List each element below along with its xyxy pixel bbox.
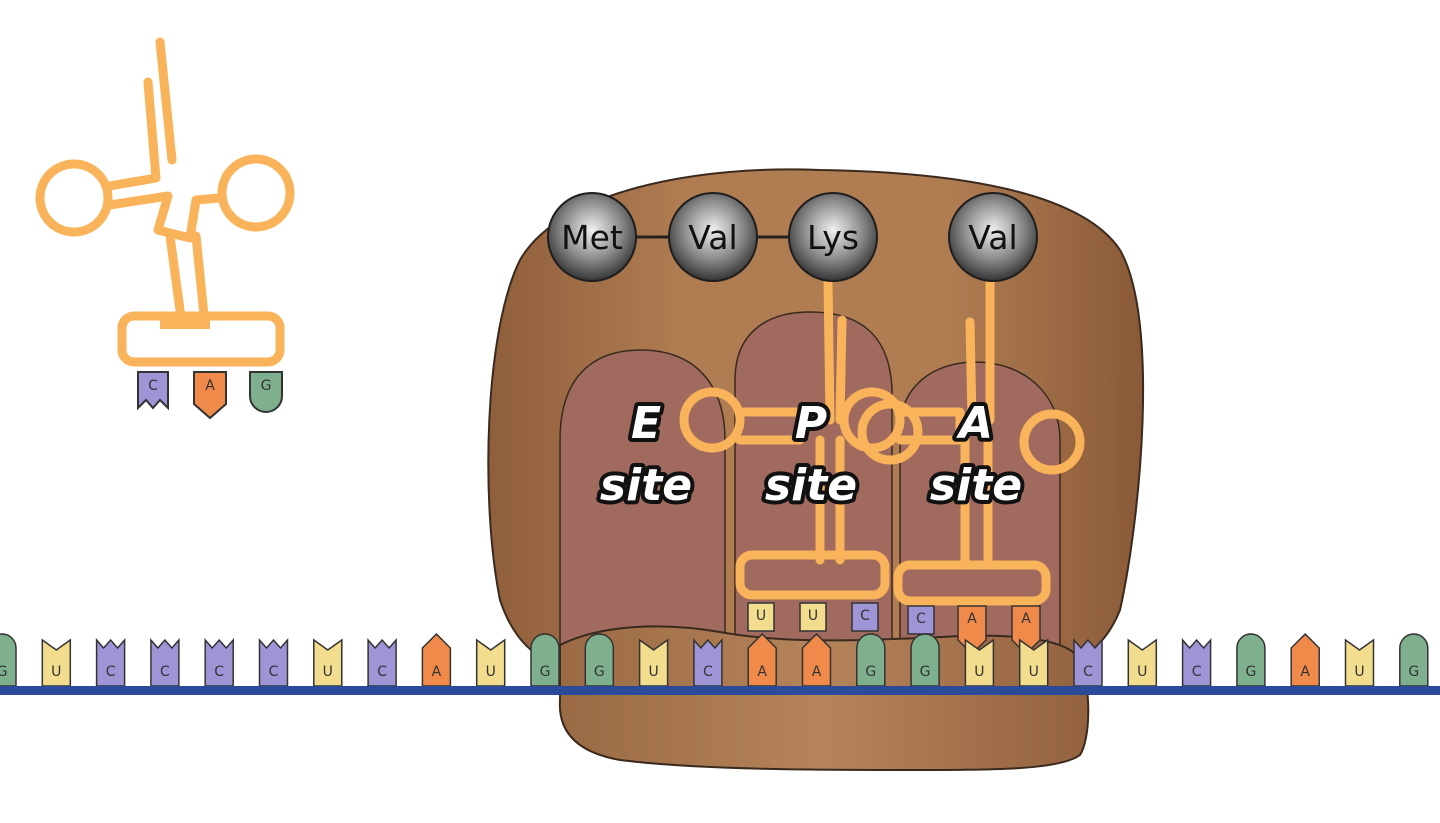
amino-acid-label: Met [561, 218, 623, 257]
mrna-base-shape [150, 638, 180, 687]
free-anticodon-base: G [261, 378, 272, 394]
mrna-base-letter: G [1245, 664, 1256, 680]
mrna-base-letter: C [703, 664, 713, 680]
free-anticodon-base: A [205, 378, 215, 394]
a-anticodon-base: A [967, 611, 977, 627]
amino-acid-label: Val [688, 218, 737, 257]
mrna-base-shape [1399, 633, 1429, 687]
mrna-base-shape [584, 633, 615, 687]
e-site-word: site [600, 460, 692, 511]
mrna-base-letter: U [51, 664, 61, 680]
mrna-base-letter: A [812, 664, 822, 680]
mrna-base-letter: G [1408, 664, 1419, 680]
p-anticodon-base: U [808, 608, 818, 624]
free-anticodon-base: C [148, 378, 158, 394]
p-site-letter: P [795, 398, 827, 449]
mrna-base-letter: G [0, 664, 7, 680]
free-anticodon-c-shape [137, 371, 169, 411]
mrna-base-letter: G [594, 664, 605, 680]
mrna-base-shape [1236, 633, 1266, 687]
p-anticodon-base: C [860, 608, 870, 624]
mrna-base-shape [856, 633, 886, 687]
mrna-base-letter: C [1192, 664, 1202, 680]
e-site-letter: E [631, 398, 661, 449]
mrna-base-letter: U [974, 664, 984, 680]
mrna-base-letter: C [160, 664, 170, 680]
amino-acid-val: Val [668, 192, 758, 282]
mrna-base-letter: U [648, 664, 658, 680]
mrna-base-letter: C [1083, 664, 1093, 680]
mrna-base-shape [258, 638, 289, 687]
mrna-base-shape [367, 638, 397, 687]
mrna-base-letter: A [432, 664, 442, 680]
mrna-base-letter: U [1029, 664, 1039, 680]
ribosome-small-subunit [558, 625, 1090, 771]
a-site-trna [839, 275, 1085, 606]
mrna-base-shape [1181, 638, 1212, 687]
mrna-base-letter: C [214, 664, 224, 680]
mrna-base-letter: C [377, 664, 387, 680]
mrna-base-shape [693, 638, 723, 687]
mrna-base-shape [0, 633, 17, 687]
mrna-base-shape [530, 633, 560, 687]
amino-acid-met: Met [547, 192, 637, 282]
a-site-letter: A [956, 398, 993, 449]
mrna-base-letter: U [1354, 664, 1364, 680]
mrna-backbone [0, 686, 1440, 695]
p-anticodon-base: U [756, 608, 766, 624]
amino-acid-val-incoming: Val [948, 192, 1038, 282]
a-anticodon-base: C [916, 611, 926, 627]
free-anticodon-g-shape [249, 371, 283, 413]
a-anticodon-base: A [1021, 611, 1031, 627]
mrna-base-letter: G [865, 664, 876, 680]
mrna-base-letter: A [757, 664, 767, 680]
mrna-base-letter: U [1137, 664, 1147, 680]
mrna-base-shape [1073, 638, 1103, 687]
mrna-base-letter: G [920, 664, 931, 680]
amino-acid-label: Lys [807, 218, 859, 257]
free-anticodon-a-shape [193, 371, 227, 420]
amino-acid-lys: Lys [788, 192, 878, 282]
p-site-trna [679, 275, 923, 600]
mrna-base-letter: A [1300, 664, 1310, 680]
mrna-base-shape [910, 633, 940, 687]
mrna-base-letter: G [540, 664, 551, 680]
p-site-word: site [765, 460, 857, 511]
mrna-base-shape [204, 638, 234, 687]
amino-acid-label: Val [968, 218, 1017, 257]
a-site-word: site [930, 460, 1022, 511]
free-trna [35, 37, 295, 367]
p-site-anticodon: U U C [747, 602, 879, 632]
mrna-base-letter: U [486, 664, 496, 680]
mrna-base-letter: C [269, 664, 279, 680]
mrna-base-letter: U [323, 664, 333, 680]
mrna-base-letter: C [106, 664, 116, 680]
mrna-base-shape [95, 638, 126, 687]
